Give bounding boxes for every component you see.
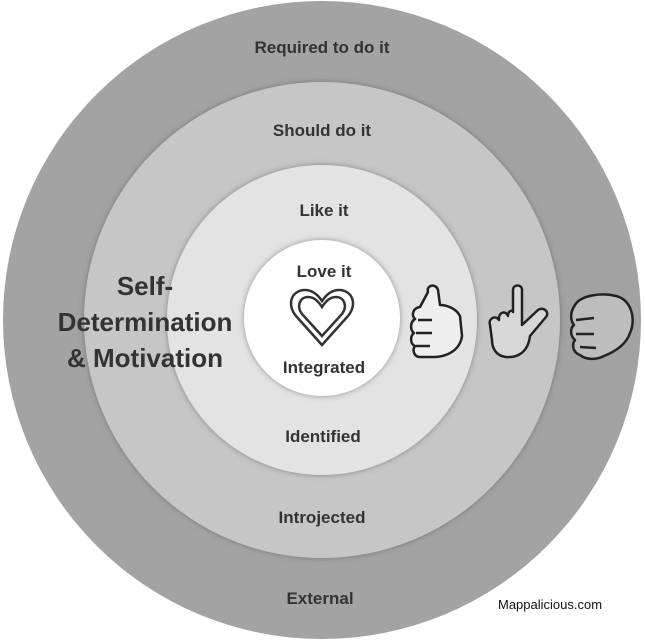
thumbs-up-icon — [409, 284, 464, 359]
pointing-hand-icon — [488, 284, 549, 359]
ring-label-love: Love it — [296, 262, 352, 281]
title-line: Self- — [116, 271, 174, 301]
ring-label-introjected: Introjected — [278, 508, 366, 527]
ring-label-external: External — [286, 589, 354, 608]
title-line: & Motivation — [67, 343, 223, 373]
ring-label-identified: Identified — [285, 427, 361, 446]
diagram-title: Self- Determination & Motivation — [40, 268, 250, 376]
credit-text: Mappalicious.com — [498, 597, 603, 612]
title-line: Determination — [57, 307, 233, 337]
fist-icon — [569, 293, 634, 361]
ring-label-integrated: Integrated — [282, 358, 366, 377]
ring-label-should: Should do it — [272, 121, 372, 140]
ring-label-required: Required to do it — [254, 38, 390, 57]
heart-icon — [289, 288, 355, 347]
ring-label-like: Like it — [299, 201, 349, 220]
ring-integrated — [244, 240, 400, 396]
